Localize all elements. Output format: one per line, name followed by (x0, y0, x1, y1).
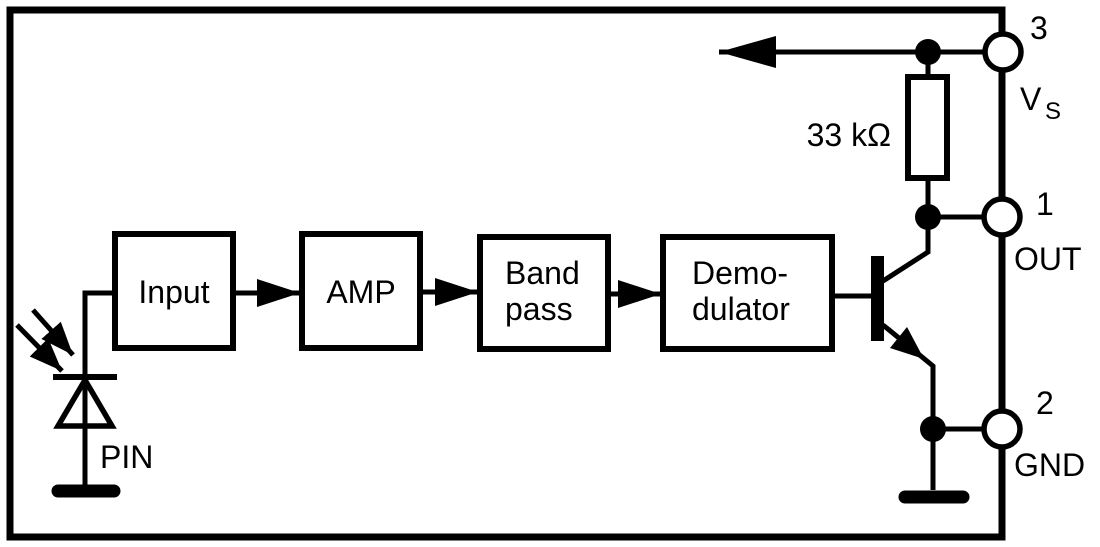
light-ray-arrow-2 (15, 323, 64, 373)
pin-1-name: OUT (1014, 241, 1082, 277)
block-amp (299, 231, 423, 351)
pin-1-number: 1 (1036, 186, 1054, 222)
block-input-label: Input (138, 274, 209, 310)
block-input (112, 231, 236, 351)
block-band-pass (477, 234, 611, 352)
pin-2-number: 2 (1036, 385, 1054, 421)
junction-dot-out (915, 204, 941, 230)
pin-2-terminal (981, 408, 1023, 450)
block-demodulator-label-line1: Demo- (692, 255, 788, 291)
light-ray-arrow-1 (31, 308, 75, 357)
junction-dot-vs (915, 39, 941, 65)
pin-3-name-subscript: S (1045, 98, 1061, 125)
block-demodulator (660, 234, 835, 352)
resistor-symbol (905, 74, 950, 181)
block-band-pass-label-line1: Band (505, 255, 580, 291)
transistor-base-bar (871, 256, 884, 341)
photodiode-label: PIN (100, 439, 153, 475)
pin-3-name: V (1020, 81, 1042, 117)
photodiode-triangle (53, 374, 117, 429)
pin-1-terminal (981, 196, 1023, 238)
pin-3-terminal (982, 31, 1024, 73)
photodiode-symbol (15, 290, 121, 498)
pin-3-number: 3 (1030, 10, 1048, 46)
npn-transistor-symbol (832, 217, 936, 490)
block-band-pass-label-line2: pass (505, 291, 573, 327)
pin-2-name: GND (1014, 447, 1085, 483)
resistor-value-label: 33 kΩ (807, 117, 891, 153)
junction-dot-gnd (920, 416, 946, 442)
transistor-emitter-arrowhead (890, 327, 924, 359)
block-amp-label: AMP (326, 274, 395, 310)
block-demodulator-label-line2: dulator (692, 291, 790, 327)
ic-boundary-box (6, 6, 1006, 541)
